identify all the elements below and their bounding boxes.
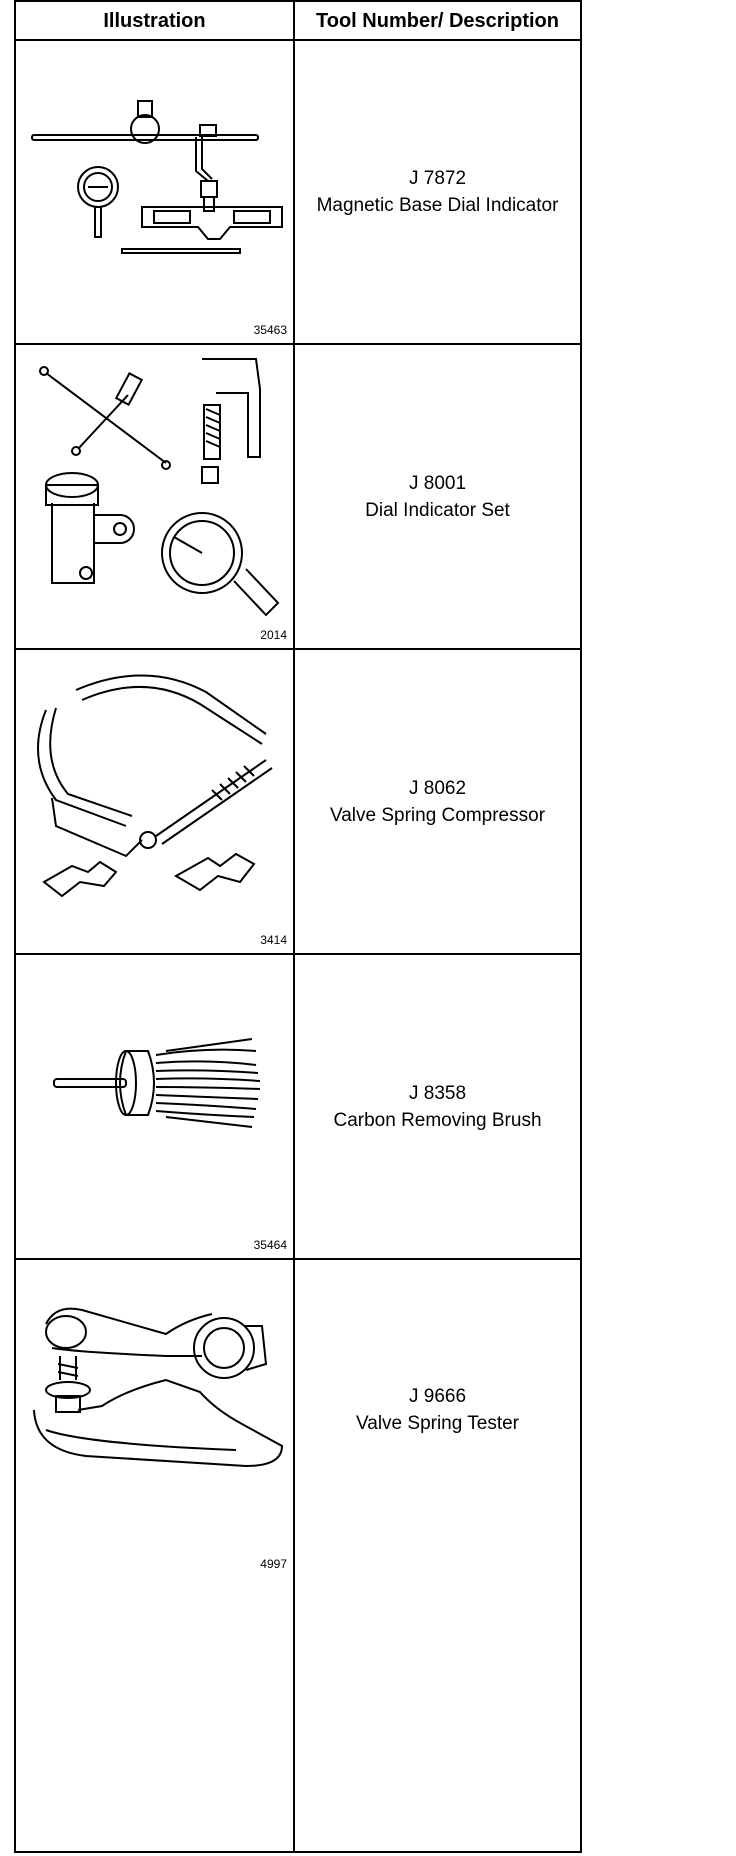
- table-header: Illustration Tool Number/ Description: [16, 2, 580, 41]
- tool-name: Dial Indicator Set: [365, 499, 510, 521]
- tools-table: Illustration Tool Number/ Description: [14, 0, 582, 1853]
- tool-name: Carbon Removing Brush: [333, 1109, 542, 1131]
- valve-spring-compressor-illustration: 3414: [16, 650, 293, 953]
- valve-spring-compressor-icon: [37, 674, 273, 898]
- header-illustration: Illustration: [103, 10, 206, 32]
- table-row: 2014 J 8001 Dial Indicator Set: [16, 345, 580, 650]
- tool-description: J 8358 Carbon Removing Brush: [295, 955, 580, 1258]
- figure-number: 3414: [260, 933, 287, 947]
- dial-indicator-set-illustration: 2014: [16, 345, 293, 648]
- figure-number: 4997: [260, 1557, 287, 1571]
- tool-description: J 7872 Magnetic Base Dial Indicator: [295, 41, 580, 343]
- tool-number: J 8062: [408, 777, 467, 799]
- magnetic-base-dial-indicator-icon: [31, 100, 283, 254]
- figure-number: 2014: [260, 628, 287, 642]
- valve-spring-tester-icon: [33, 1307, 284, 1468]
- tool-description: J 8062 Valve Spring Compressor: [295, 650, 580, 953]
- tool-description: J 8001 Dial Indicator Set: [295, 345, 580, 648]
- dial-indicator-set-icon: [39, 358, 280, 617]
- tool-number: J 8001: [408, 472, 467, 494]
- carbon-removing-brush-illustration: 35464: [16, 955, 293, 1258]
- tool-name: Valve Spring Compressor: [329, 804, 546, 826]
- tool-number: J 7872: [408, 168, 467, 189]
- tool-name: Valve Spring Tester: [356, 1413, 519, 1434]
- figure-number: 35463: [253, 323, 287, 337]
- tool-number: J 8358: [408, 1082, 467, 1104]
- tool-number: J 9666: [408, 1386, 467, 1407]
- table-row: 3414 J 8062 Valve Spring Compressor: [16, 650, 580, 955]
- table-row: 35463 J 7872 Magnetic Base Dial Indicato…: [16, 41, 580, 345]
- magnetic-base-dial-indicator-illustration: 35463: [16, 41, 293, 343]
- header-tool-number-description: Tool Number/ Description: [316, 10, 559, 32]
- tool-description: J 9666 Valve Spring Tester: [295, 1260, 580, 1560]
- carbon-removing-brush-icon: [53, 1038, 261, 1128]
- figure-number: 35464: [253, 1238, 287, 1252]
- table-row: 4997 J 9666 Valve Spring Tester: [16, 1260, 580, 1851]
- valve-spring-tester-illustration: 4997: [16, 1260, 293, 1851]
- column-divider: [293, 2, 295, 1851]
- table-row: 35464 J 8358 Carbon Removing Brush: [16, 955, 580, 1260]
- tool-name: Magnetic Base Dial Indicator: [316, 195, 559, 216]
